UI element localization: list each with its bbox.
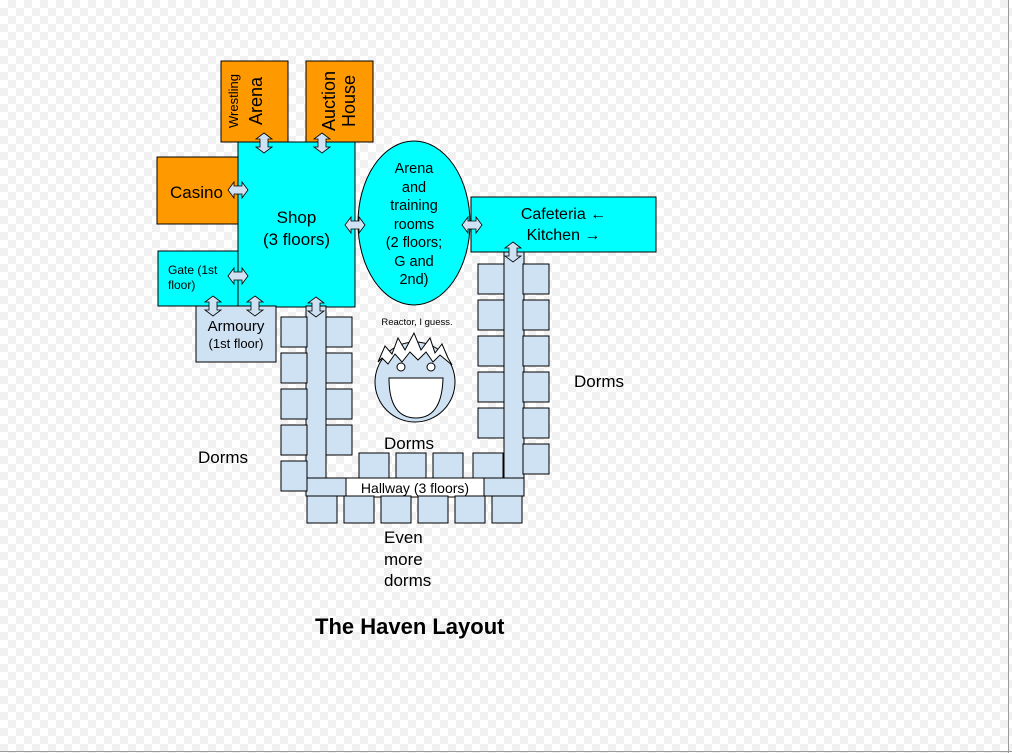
arena-training-line: 2nd)	[399, 272, 429, 288]
arena-training-label: Arena and training rooms (2 floors; G an…	[364, 160, 464, 290]
arena-label: Arena	[246, 76, 266, 126]
dorm-cell	[472, 452, 504, 479]
dorm-cell	[477, 263, 505, 295]
dorm-cell	[395, 452, 427, 479]
dorms-right-label: Dorms	[574, 372, 625, 391]
dorm-cell	[522, 335, 550, 367]
dorm-cell	[325, 424, 353, 456]
dorms-center-label: Dorms	[384, 434, 435, 453]
gate-label-line1: Gate (1st	[168, 263, 218, 277]
dorm-cell	[280, 316, 308, 348]
gate-label-line2: floor)	[168, 278, 196, 292]
hallway-left-corridor	[305, 305, 327, 497]
shop-label-line2: (3 floors)	[262, 230, 331, 249]
even-more-dorms-line2: more	[384, 550, 423, 569]
reactor-face	[374, 331, 456, 423]
cafeteria-kitchen-room	[470, 196, 657, 253]
shop-label-line1: Shop	[276, 208, 317, 227]
dorm-cell	[280, 424, 308, 456]
dorm-cell	[380, 495, 412, 524]
dorms-center-cells	[358, 452, 504, 479]
dorm-cell	[522, 263, 550, 295]
dorm-cell	[280, 388, 308, 420]
wrestling-arena-room	[220, 60, 289, 143]
dorm-cell	[522, 299, 550, 331]
casino-room	[156, 156, 240, 225]
dorm-cell	[343, 495, 375, 524]
dorm-cell	[306, 495, 338, 524]
dorm-cell	[454, 495, 486, 524]
dorms-bottom-cells	[306, 495, 523, 524]
wrestling-label: Wrestling	[226, 74, 241, 128]
reactor-label: Reactor, I guess.	[381, 317, 453, 328]
shop-room	[237, 141, 356, 308]
armoury-label-line1: Armoury	[207, 318, 265, 335]
dorm-cell	[417, 495, 449, 524]
dorm-cell	[522, 407, 550, 439]
arena-training-line: rooms	[393, 216, 435, 233]
hallway-right-corridor	[503, 251, 525, 497]
house-label: House	[339, 74, 359, 128]
dorm-cell	[477, 407, 505, 439]
arena-training-line: Arena	[394, 161, 434, 177]
cafeteria-label-line1: Cafeteria ←	[520, 206, 607, 223]
dorm-cell	[491, 495, 523, 524]
armoury-room	[195, 305, 277, 363]
page-border-right	[1008, 0, 1009, 753]
dorm-cell	[522, 443, 550, 475]
dorms-left-cells	[280, 316, 353, 492]
dorm-cell	[325, 316, 353, 348]
hallway-label: Hallway (3 floors)	[360, 480, 470, 496]
arena-training-line: and	[401, 179, 427, 196]
dorm-cell	[280, 352, 308, 384]
dorm-cell	[432, 452, 464, 479]
dorm-cell	[358, 452, 390, 479]
dorm-cell	[477, 335, 505, 367]
casino-label: Casino	[170, 183, 223, 202]
dorms-left-label: Dorms	[198, 448, 249, 467]
kitchen-label-line2: Kitchen →	[526, 227, 601, 244]
dorm-cell	[325, 388, 353, 420]
page-title: The Haven Layout	[315, 614, 505, 639]
arena-training-line: G and	[394, 253, 434, 270]
gate-room	[157, 250, 239, 307]
armoury-label-line2: (1st floor)	[208, 336, 264, 351]
auction-house-room	[305, 60, 374, 143]
dorm-cell	[477, 299, 505, 331]
page-border-bottom	[0, 751, 1012, 752]
arena-training-line: training	[390, 198, 438, 214]
dorm-cell	[477, 371, 505, 403]
even-more-dorms-line1: Even	[384, 528, 423, 547]
dorms-right-cells	[477, 263, 550, 475]
arena-training-line: (2 floors;	[385, 235, 443, 251]
dorm-cell	[522, 371, 550, 403]
dorm-cell	[280, 460, 308, 492]
dorm-cell	[325, 352, 353, 384]
even-more-dorms-line3: dorms	[384, 571, 432, 590]
